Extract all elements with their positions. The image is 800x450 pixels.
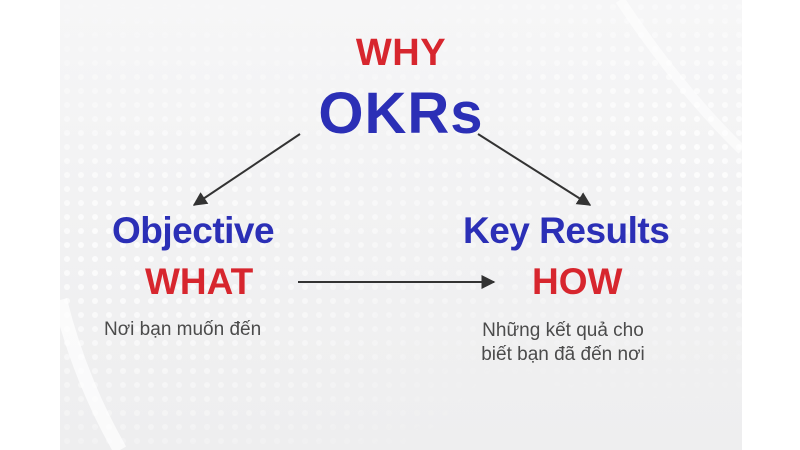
how-label: HOW	[532, 261, 623, 302]
arrow-to-objective	[192, 133, 301, 206]
key-results-title: Key Results	[463, 210, 670, 251]
okrs-title: OKRs	[318, 81, 484, 146]
background-dot-pattern	[60, 0, 742, 450]
connector-arrows	[192, 133, 592, 289]
objective-description: Nơi bạn muốn đến	[104, 319, 262, 340]
diagram-panel: WHY OKRs Objective WHAT Nơi bạn muốn đến…	[60, 0, 742, 450]
objective-title: Objective	[112, 210, 275, 251]
what-label: WHAT	[145, 261, 254, 302]
why-label: WHY	[355, 32, 447, 74]
arrow-to-key-results	[477, 133, 592, 206]
key-results-description: Những kết quả cho biết bạn đã đến nơi	[481, 320, 645, 365]
